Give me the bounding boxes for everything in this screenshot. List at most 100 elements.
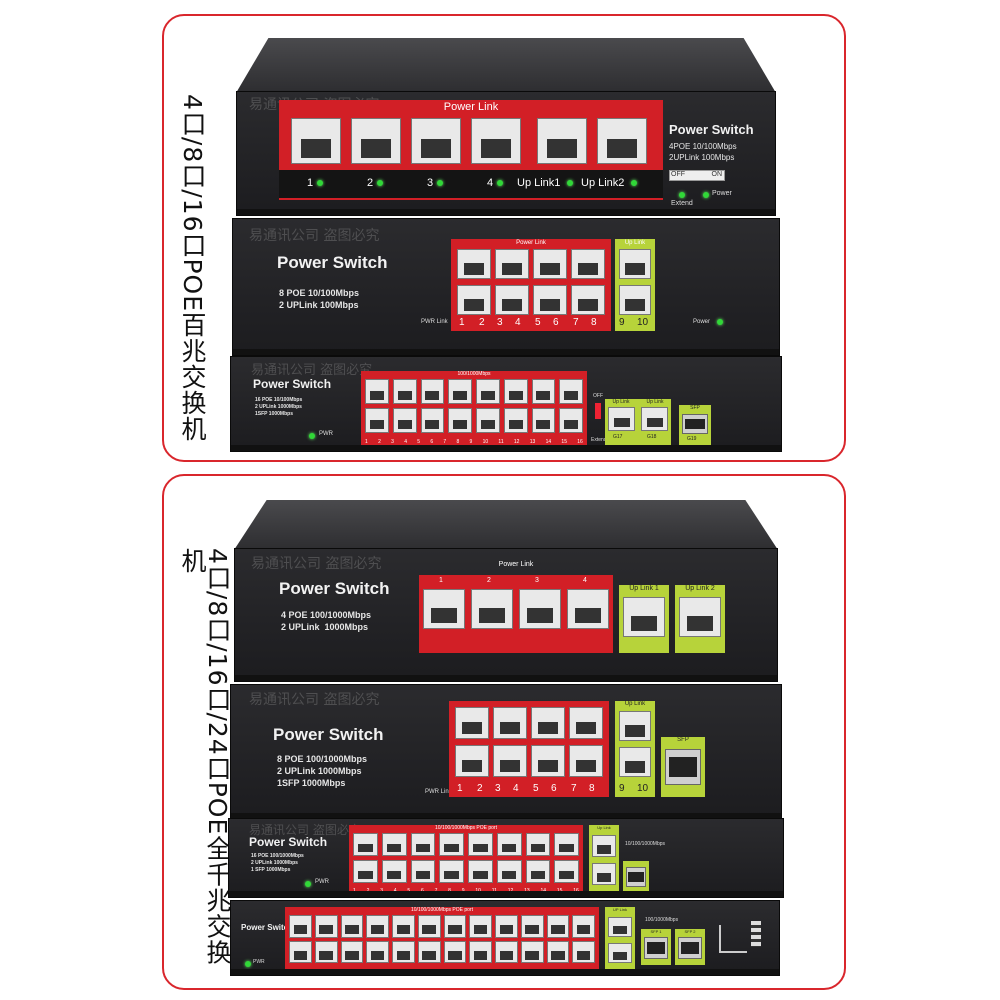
switch-f-uplink-port[interactable] <box>592 835 616 857</box>
switch-e-port-6[interactable] <box>493 745 527 777</box>
switch-g-port[interactable] <box>443 940 467 963</box>
switch-c-uplink-g18[interactable] <box>641 407 668 431</box>
switch-d-uplink-2[interactable] <box>679 597 721 637</box>
switch-g-port[interactable] <box>469 915 492 938</box>
switch-c-port[interactable] <box>531 379 556 404</box>
switch-c-port[interactable] <box>392 408 417 433</box>
switch-f-sfp[interactable] <box>626 867 646 887</box>
switch-c-port[interactable] <box>503 408 528 433</box>
switch-e-port-2[interactable] <box>493 707 527 739</box>
switch-c-extend-toggle[interactable] <box>595 403 601 419</box>
switch-b-port-1[interactable] <box>457 249 491 279</box>
switch-f-port[interactable] <box>410 833 436 856</box>
switch-g-port[interactable] <box>366 940 389 963</box>
switch-g-uplink-port[interactable] <box>608 943 632 963</box>
switch-a-port-2[interactable] <box>351 118 401 164</box>
switch-b-port-2[interactable] <box>495 249 529 279</box>
switch-e-port-3[interactable] <box>531 707 565 739</box>
switch-g-dip-switch[interactable] <box>751 921 761 947</box>
switch-c-port[interactable] <box>448 408 472 433</box>
switch-f-port[interactable] <box>353 860 378 883</box>
switch-e-port-8[interactable] <box>569 745 603 777</box>
switch-c-port[interactable] <box>476 379 500 404</box>
switch-f-port[interactable] <box>439 860 464 883</box>
switch-c-port[interactable] <box>559 379 583 404</box>
switch-f-port[interactable] <box>439 833 464 856</box>
switch-f-uplink-port[interactable] <box>592 863 616 885</box>
switch-g-port[interactable] <box>314 915 338 938</box>
switch-b-port-3[interactable] <box>533 249 567 279</box>
switch-g-port[interactable] <box>417 940 441 963</box>
switch-g-port[interactable] <box>495 915 518 938</box>
switch-g-sfp-2[interactable] <box>678 937 702 959</box>
switch-f-port[interactable] <box>496 833 522 856</box>
switch-g-port[interactable] <box>417 915 441 938</box>
switch-f-port[interactable] <box>381 833 407 856</box>
switch-g-port[interactable] <box>495 940 518 963</box>
switch-g-port[interactable] <box>314 940 338 963</box>
switch-d-port-2[interactable] <box>471 589 513 629</box>
switch-g-port[interactable] <box>289 940 312 963</box>
switch-b-port-6[interactable] <box>495 285 529 315</box>
switch-g-port[interactable] <box>289 915 312 938</box>
switch-d-port-1[interactable] <box>423 589 465 629</box>
switch-f-port[interactable] <box>554 833 579 856</box>
switch-c-port[interactable] <box>365 408 389 433</box>
switch-a-port-1[interactable] <box>291 118 341 164</box>
switch-f-port[interactable] <box>525 860 551 883</box>
switch-a-port-3[interactable] <box>411 118 461 164</box>
switch-g-port[interactable] <box>392 915 415 938</box>
switch-c-port[interactable] <box>559 408 583 433</box>
switch-g-port[interactable] <box>469 940 492 963</box>
switch-f-port[interactable] <box>554 860 579 883</box>
switch-d-uplink-1[interactable] <box>623 597 665 637</box>
switch-a-uplink-2[interactable] <box>597 118 647 164</box>
switch-d-port-4[interactable] <box>567 589 609 629</box>
switch-g-port[interactable] <box>366 915 389 938</box>
switch-g-port[interactable] <box>443 915 467 938</box>
switch-g-port[interactable] <box>340 915 364 938</box>
switch-g-port[interactable] <box>572 940 595 963</box>
switch-g-uplink-port[interactable] <box>608 917 632 937</box>
switch-c-port[interactable] <box>476 408 500 433</box>
switch-e-port-7[interactable] <box>531 745 565 777</box>
switch-e-sfp[interactable] <box>665 749 701 785</box>
switch-c-port[interactable] <box>503 379 528 404</box>
switch-c-sfp-g19[interactable] <box>682 414 708 434</box>
switch-e-uplink-10[interactable] <box>619 747 651 777</box>
switch-a-port-4[interactable] <box>471 118 521 164</box>
switch-b-uplink-9[interactable] <box>619 249 651 279</box>
switch-e-uplink-9[interactable] <box>619 711 651 741</box>
switch-g-port[interactable] <box>546 915 570 938</box>
switch-g-port[interactable] <box>340 940 364 963</box>
switch-b-port-4[interactable] <box>571 249 605 279</box>
switch-c-port[interactable] <box>420 408 445 433</box>
switch-f-port[interactable] <box>468 860 493 883</box>
switch-g-sfp-1[interactable] <box>644 937 668 959</box>
switch-e-port-1[interactable] <box>455 707 489 739</box>
switch-c-uplink-g17[interactable] <box>608 407 635 431</box>
switch-b-uplink-10[interactable] <box>619 285 651 315</box>
switch-b-port-7[interactable] <box>533 285 567 315</box>
switch-c-port[interactable] <box>531 408 556 433</box>
switch-g-port[interactable] <box>520 940 544 963</box>
switch-c-port[interactable] <box>365 379 389 404</box>
switch-c-port[interactable] <box>420 379 445 404</box>
switch-g-port[interactable] <box>546 940 570 963</box>
switch-a-uplink-1[interactable] <box>537 118 587 164</box>
switch-b-port-5[interactable] <box>457 285 491 315</box>
switch-b-port-8[interactable] <box>571 285 605 315</box>
switch-c-port[interactable] <box>448 379 472 404</box>
switch-g-port[interactable] <box>572 915 595 938</box>
switch-f-port[interactable] <box>525 833 551 856</box>
switch-g-port[interactable] <box>520 915 544 938</box>
switch-f-port[interactable] <box>496 860 522 883</box>
switch-e-port-5[interactable] <box>455 745 489 777</box>
switch-f-port[interactable] <box>410 860 436 883</box>
switch-f-port[interactable] <box>381 860 407 883</box>
switch-a-extend-toggle[interactable]: OFF ON <box>669 170 725 181</box>
switch-f-port[interactable] <box>353 833 378 856</box>
switch-f-port[interactable] <box>468 833 493 856</box>
switch-e-port-4[interactable] <box>569 707 603 739</box>
switch-c-port[interactable] <box>392 379 417 404</box>
